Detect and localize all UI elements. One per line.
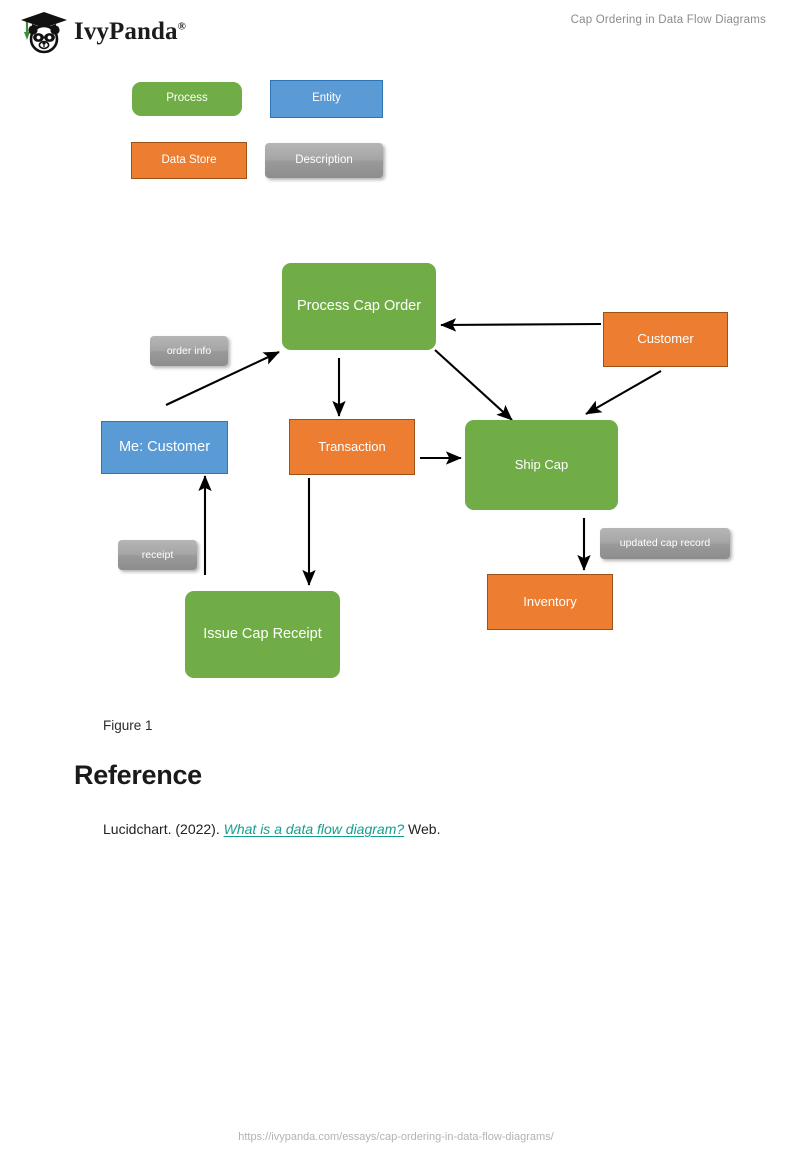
flow-label-text-receipt: receipt bbox=[141, 548, 174, 561]
node-label-transaction: Transaction bbox=[318, 438, 386, 454]
legend-item-entity: Entity bbox=[270, 80, 383, 118]
figure-caption: Figure 1 bbox=[103, 718, 153, 733]
reference-entry: Lucidchart. (2022). What is a data flow … bbox=[103, 821, 440, 837]
legend-label-data-store: Data Store bbox=[161, 153, 217, 166]
document-title: Cap Ordering in Data Flow Diagrams bbox=[570, 14, 766, 26]
node-process-cap-order[interactable]: Process Cap Order bbox=[282, 263, 436, 350]
flow-label-receipt: receipt bbox=[118, 540, 197, 570]
arrow-customer-to-ship-cap bbox=[585, 370, 662, 415]
legend-item-process: Process bbox=[132, 82, 242, 116]
legend-label-description: Description bbox=[295, 153, 353, 166]
flow-label-order-info: order info bbox=[150, 336, 228, 366]
node-label-inventory: Inventory bbox=[523, 593, 577, 609]
node-label-issue-cap-receipt: Issue Cap Receipt bbox=[203, 626, 322, 643]
node-inventory[interactable]: Inventory bbox=[487, 574, 613, 630]
node-me-customer[interactable]: Me: Customer bbox=[101, 421, 228, 474]
node-issue-cap-receipt[interactable]: Issue Cap Receipt bbox=[185, 591, 340, 678]
page-header: IvyPanda® Cap Ordering in Data Flow Diag… bbox=[0, 0, 800, 62]
flow-label-updated-cap-record: updated cap record bbox=[600, 528, 730, 559]
node-label-process-cap-order: Process Cap Order bbox=[296, 298, 422, 315]
logo-wordmark: IvyPanda® bbox=[74, 18, 186, 46]
dfd-diagram: Process Entity Data Store Description bbox=[101, 80, 730, 678]
reference-suffix: Web. bbox=[404, 821, 441, 837]
reference-prefix: Lucidchart. (2022). bbox=[103, 821, 224, 837]
arrow-customer-to-process bbox=[440, 318, 602, 332]
legend-item-data-store: Data Store bbox=[131, 142, 247, 179]
flow-label-text-updated-cap-record: updated cap record bbox=[619, 537, 711, 550]
legend-label-entity: Entity bbox=[312, 92, 341, 105]
node-label-ship-cap: Ship Cap bbox=[514, 456, 569, 472]
legend-label-process: Process bbox=[166, 92, 208, 105]
node-label-me-customer: Me: Customer bbox=[118, 439, 211, 456]
flow-label-text-order-info: order info bbox=[166, 344, 212, 357]
site-logo[interactable]: IvyPanda® bbox=[18, 8, 186, 56]
arrow-process-to-ship-cap bbox=[434, 349, 513, 421]
node-customer[interactable]: Customer bbox=[603, 312, 728, 367]
panda-graduate-icon bbox=[21, 12, 67, 54]
legend-item-description: Description bbox=[265, 143, 383, 178]
node-transaction[interactable]: Transaction bbox=[289, 419, 415, 475]
logo-registered-mark: ® bbox=[177, 20, 186, 33]
footer-url[interactable]: https://ivypanda.com/essays/cap-ordering… bbox=[238, 1131, 554, 1143]
logo-text: IvyPanda bbox=[74, 18, 178, 45]
reference-heading: Reference bbox=[74, 760, 202, 790]
node-ship-cap[interactable]: Ship Cap bbox=[465, 420, 618, 510]
node-label-customer: Customer bbox=[637, 331, 694, 347]
reference-link[interactable]: What is a data flow diagram? bbox=[223, 821, 405, 837]
